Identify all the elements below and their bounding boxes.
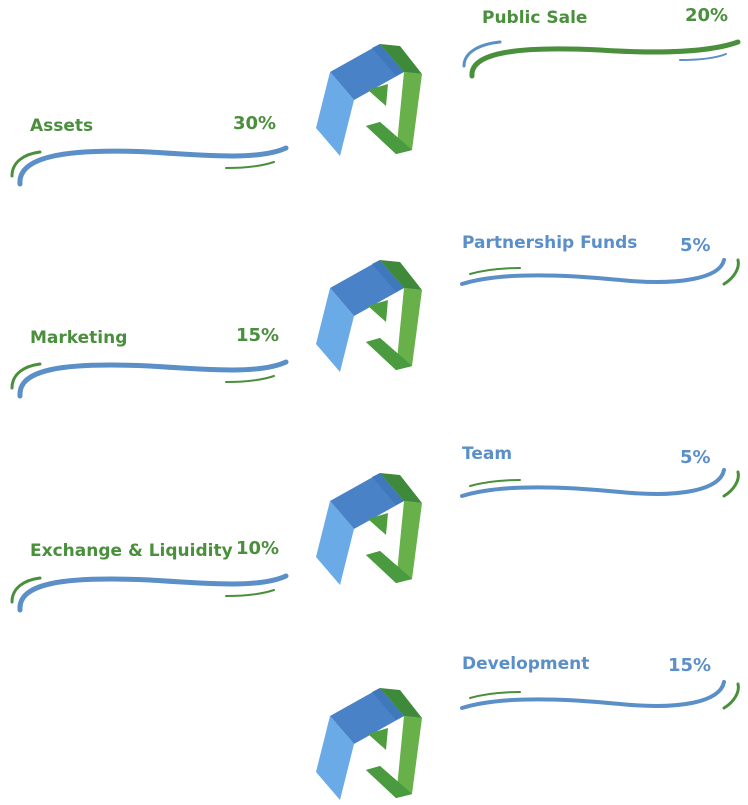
swoosh-public-sale — [469, 39, 741, 79]
swoosh-team — [460, 468, 726, 498]
allocation-percent-exchange-liquidity: 10% — [236, 538, 280, 559]
allocation-percent-team: 5% — [680, 447, 711, 468]
swoosh-marketing — [17, 359, 289, 399]
allocation-percent-marketing: 15% — [236, 325, 280, 346]
allocation-label-assets: Assets — [30, 116, 94, 136]
allocation-label-development: Development — [462, 654, 590, 674]
allocation-label-exchange-liquidity: Exchange & Liquidity — [30, 541, 233, 561]
allocation-label-public-sale: Public Sale — [482, 8, 588, 28]
swoosh-development — [460, 680, 726, 710]
allocation-label-team: Team — [462, 444, 513, 464]
cube-logo-icon — [316, 260, 422, 372]
allocation-percent-partnership-funds: 5% — [680, 235, 711, 256]
allocation-label-partnership-funds: Partnership Funds — [462, 233, 638, 253]
swoosh-assets — [17, 145, 289, 187]
allocation-percent-assets: 30% — [233, 113, 277, 134]
cube-logo-icon — [316, 473, 422, 585]
cube-logo-icon — [316, 44, 422, 156]
allocation-label-marketing: Marketing — [30, 328, 128, 348]
allocation-percent-development: 15% — [668, 655, 712, 676]
allocation-percent-public-sale: 20% — [685, 5, 729, 26]
swoosh-exchange-liquidity — [17, 573, 289, 613]
cube-logo-icon — [316, 688, 422, 800]
swoosh-partnership-funds — [460, 258, 726, 286]
